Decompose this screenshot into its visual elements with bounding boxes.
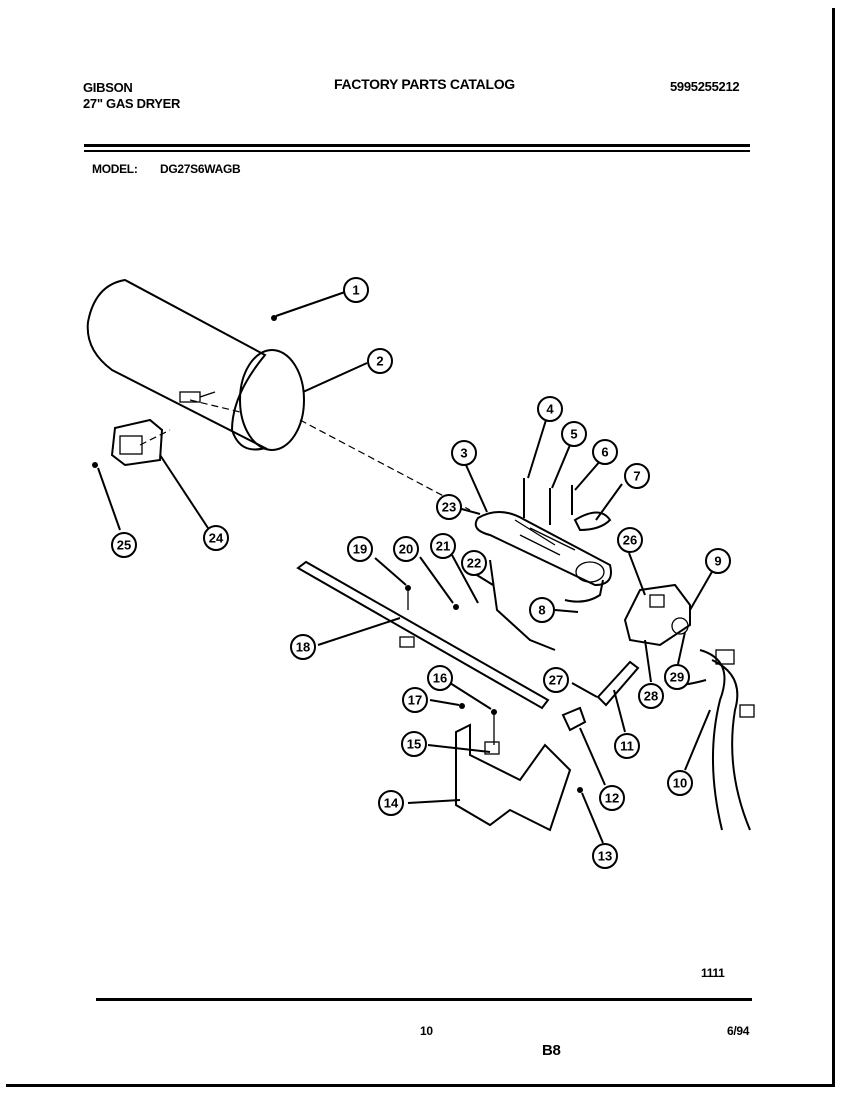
svg-text:4: 4	[546, 402, 554, 417]
callout-10: 10	[667, 770, 693, 796]
callout-13: 13	[592, 843, 618, 869]
svg-text:11: 11	[620, 739, 634, 754]
callout-24: 24	[203, 525, 229, 551]
callout-12: 12	[599, 785, 625, 811]
screw-part	[271, 291, 346, 321]
figure-number: 1111	[701, 966, 725, 980]
model-label: MODEL:	[92, 162, 138, 176]
svg-text:23: 23	[442, 500, 456, 515]
revision-date: 6/94	[727, 1024, 750, 1038]
model-value: DG27S6WAGB	[160, 162, 241, 176]
svg-text:17: 17	[408, 693, 422, 708]
callout-9: 9	[705, 548, 731, 574]
svg-text:22: 22	[467, 556, 481, 571]
brand-name: GIBSON	[83, 80, 133, 95]
svg-text:7: 7	[633, 469, 640, 484]
callout-17: 17	[402, 687, 428, 713]
callout-2: 2	[367, 348, 393, 374]
callout-6: 6	[592, 439, 618, 465]
callout-1: 1	[343, 277, 369, 303]
svg-text:5: 5	[570, 427, 577, 442]
callout-23: 23	[436, 494, 462, 520]
callout-11: 11	[614, 733, 640, 759]
svg-text:16: 16	[433, 671, 447, 686]
burner-assembly-part	[457, 464, 612, 603]
callout-4: 4	[537, 396, 563, 422]
callout-27: 27	[543, 667, 569, 693]
support-rail-part	[296, 560, 550, 710]
svg-text:24: 24	[209, 531, 224, 546]
header-rule-secondary	[84, 150, 750, 152]
svg-text:26: 26	[623, 533, 637, 548]
callout-21: 21	[430, 533, 456, 559]
svg-text:13: 13	[598, 849, 612, 864]
product-name: 27" GAS DRYER	[83, 96, 181, 111]
burner-cylinder-part	[86, 278, 305, 451]
footer-rule	[96, 998, 752, 1001]
flame-sensor-part	[571, 660, 640, 733]
gas-valve-part	[623, 552, 714, 683]
svg-text:10: 10	[673, 776, 687, 791]
svg-text:28: 28	[644, 689, 658, 704]
callout-7: 7	[624, 463, 650, 489]
center-line	[299, 419, 471, 511]
callout-8: 8	[529, 597, 555, 623]
callout-19: 19	[347, 536, 373, 562]
svg-text:8: 8	[538, 603, 545, 618]
callout-20: 20	[393, 536, 419, 562]
callout-29: 29	[664, 664, 690, 690]
svg-text:18: 18	[296, 640, 310, 655]
igniter-part	[110, 418, 209, 529]
mounting-bracket-part	[407, 723, 572, 832]
svg-text:25: 25	[117, 538, 131, 553]
svg-text:6: 6	[601, 445, 608, 460]
page-frame	[6, 8, 835, 1087]
clip-part	[561, 706, 587, 732]
catalog-title: FACTORY PARTS CATALOG	[334, 76, 515, 92]
callout-22: 22	[461, 550, 487, 576]
svg-text:19: 19	[353, 542, 367, 557]
section-code: B8	[542, 1042, 561, 1059]
svg-text:29: 29	[670, 670, 684, 685]
page-number: 10	[420, 1024, 433, 1038]
callout-5: 5	[561, 421, 587, 447]
callout-15: 15	[401, 731, 427, 757]
callout-25: 25	[111, 532, 137, 558]
catalog-number: 5995255212	[670, 79, 740, 94]
svg-text:3: 3	[460, 446, 467, 461]
callout-3: 3	[451, 440, 477, 466]
callout-18: 18	[290, 634, 316, 660]
callout-16: 16	[427, 665, 453, 691]
svg-text:1: 1	[352, 283, 359, 298]
svg-text:27: 27	[549, 673, 563, 688]
callout-28: 28	[638, 683, 664, 709]
svg-text:21: 21	[436, 539, 450, 554]
svg-text:12: 12	[605, 791, 619, 806]
svg-text:20: 20	[399, 542, 413, 557]
callout-26: 26	[617, 527, 643, 553]
header-rule	[84, 144, 750, 147]
svg-text:2: 2	[376, 354, 383, 369]
svg-text:14: 14	[384, 796, 399, 811]
svg-text:15: 15	[407, 737, 421, 752]
callout-14: 14	[378, 790, 404, 816]
svg-text:9: 9	[714, 554, 721, 569]
